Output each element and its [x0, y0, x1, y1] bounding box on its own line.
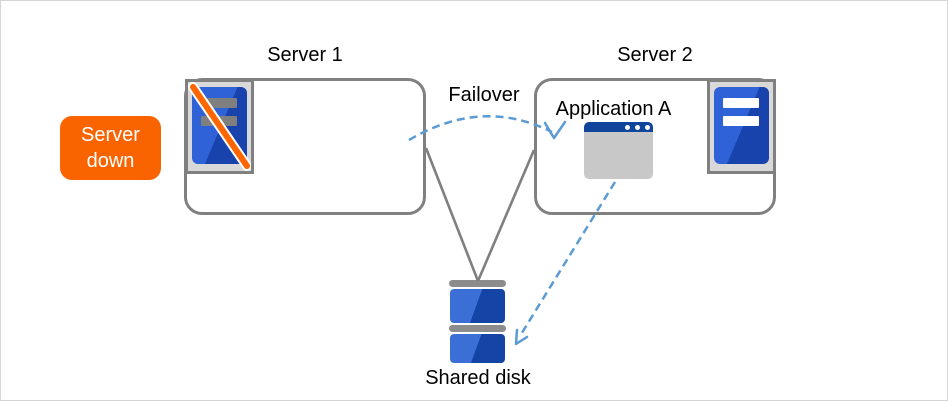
window-dot-icon	[625, 124, 630, 130]
server1-disk-line	[424, 147, 480, 282]
server-down-badge-label: Server down	[81, 124, 140, 172]
disk-stack-icon	[449, 280, 506, 364]
window-dot-icon	[645, 124, 650, 130]
disk-platter	[450, 289, 505, 323]
app-window-titlebar	[584, 122, 653, 132]
server-down-slash-icon	[188, 82, 251, 171]
server1-tower-slot	[201, 98, 237, 108]
failover-arrow	[408, 115, 553, 142]
app-window-icon	[584, 122, 653, 179]
server-down-icon	[185, 79, 254, 174]
disk-cap	[449, 325, 506, 332]
server2-disk-line	[476, 149, 536, 282]
server2-tower-slot	[723, 98, 759, 108]
server-down-badge: Server down	[60, 116, 161, 180]
server2-tower-slot	[723, 116, 759, 126]
server-icon	[707, 79, 776, 174]
shared-disk-label: Shared disk	[425, 367, 531, 389]
window-dot-icon	[635, 124, 640, 130]
disk-platter	[450, 334, 505, 363]
application-label: Application A	[555, 98, 672, 120]
server2-title: Server 2	[617, 44, 693, 66]
app-window-body	[584, 132, 653, 179]
server1-title: Server 1	[267, 44, 343, 66]
app-to-disk-arrowhead-icon	[514, 328, 529, 346]
disk-cap	[449, 280, 506, 287]
server2-tower	[714, 87, 769, 164]
failover-label: Failover	[448, 84, 520, 106]
